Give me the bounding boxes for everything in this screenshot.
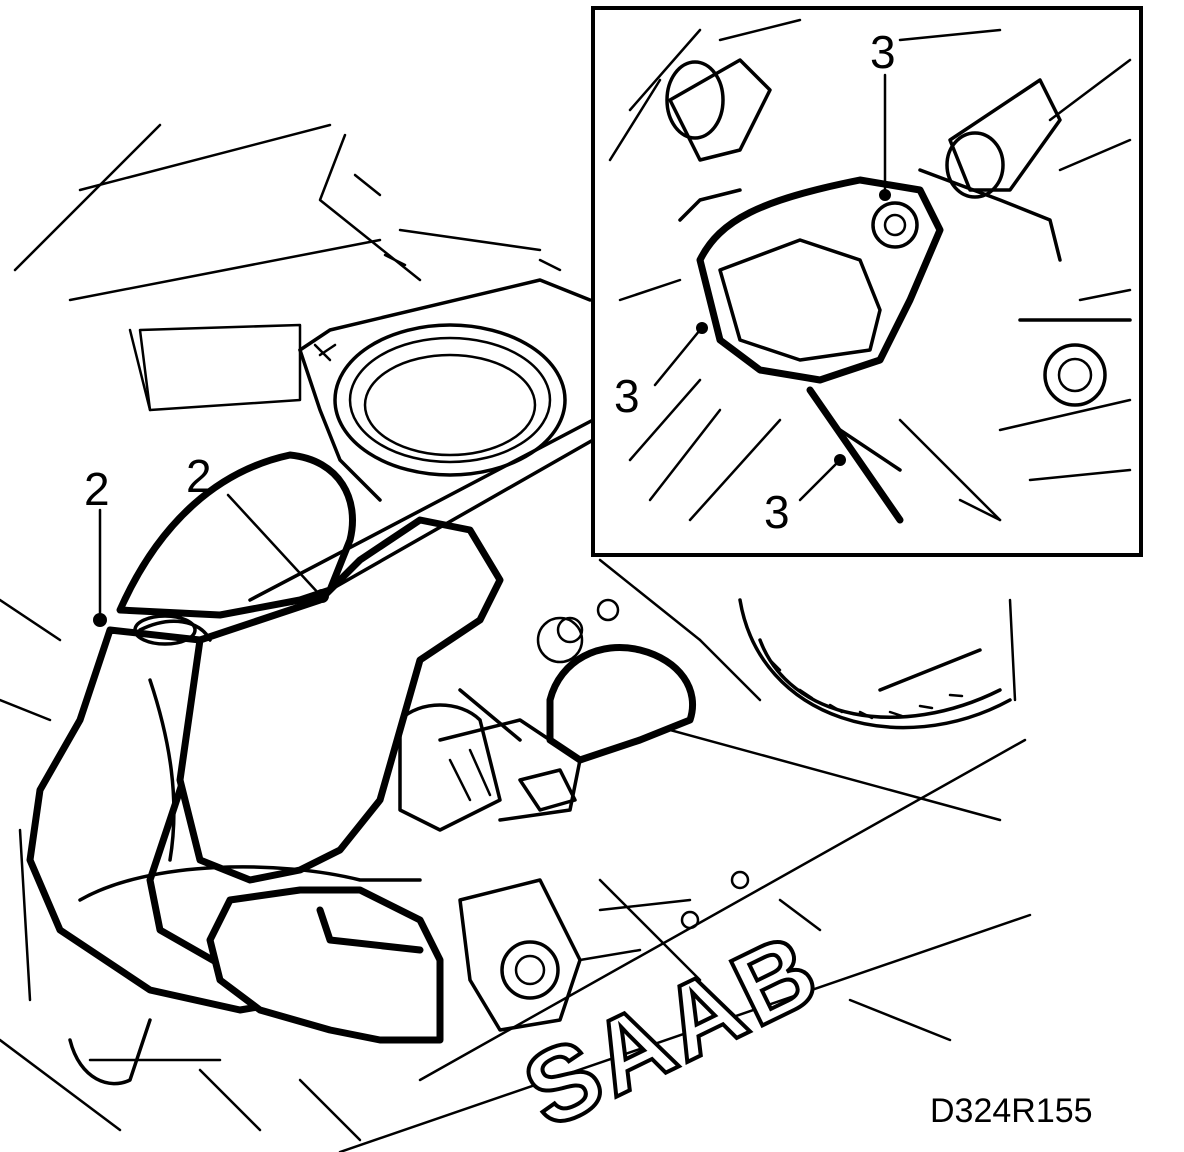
hose-right <box>546 643 697 764</box>
callout-3-bottom: 3 <box>764 486 790 538</box>
hose-assembly <box>26 451 697 1086</box>
hose-center <box>176 516 504 884</box>
figure-code: D324R155 <box>930 1092 1093 1130</box>
callout-dots <box>93 189 891 627</box>
saab-engraving: SAAB <box>507 910 837 1150</box>
timing-belt-pulley <box>536 598 1017 730</box>
engine-background-lines <box>0 123 1032 1152</box>
detail-inset <box>591 6 1143 557</box>
inset-sensor-body <box>696 176 944 384</box>
inset-leader-lines <box>248 418 595 602</box>
callout-leaders <box>98 73 887 622</box>
callout-3-left: 3 <box>614 370 640 422</box>
callout-2-right: 2 <box>186 450 212 502</box>
callout-3-top: 3 <box>870 26 896 78</box>
throttle-body <box>298 278 592 502</box>
hose-bottom-elbow <box>206 886 444 1044</box>
callout-2-left: 2 <box>84 463 110 515</box>
lower-bracket <box>458 870 750 1032</box>
